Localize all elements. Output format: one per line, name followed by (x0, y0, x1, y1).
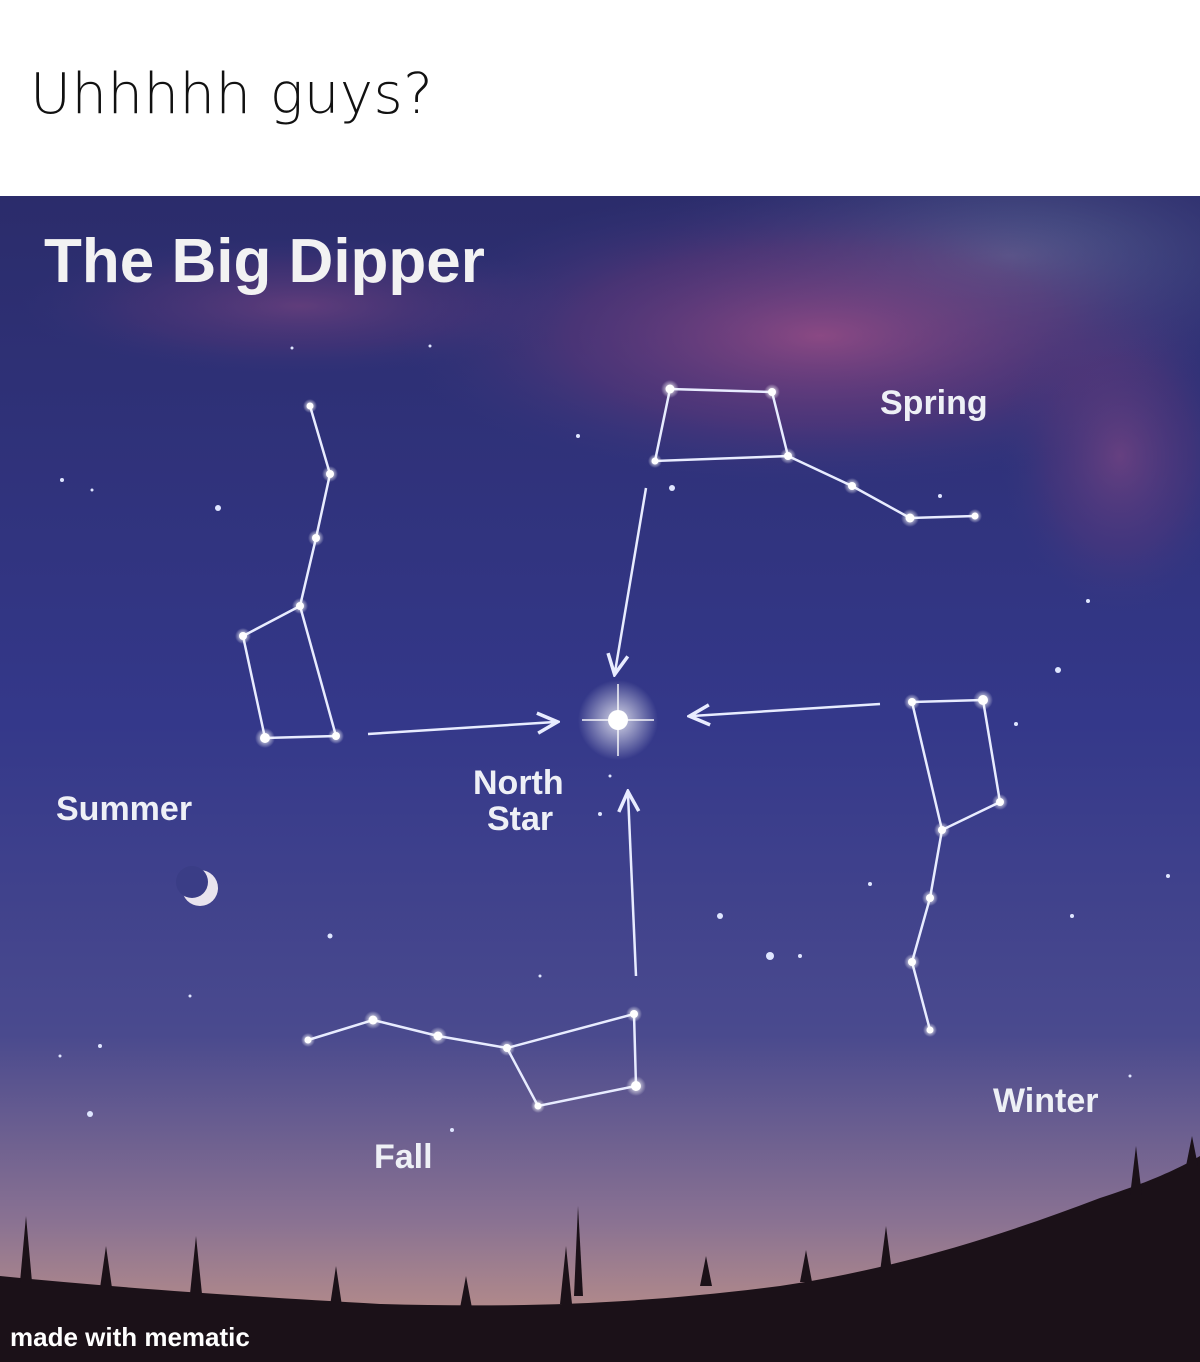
label-north-star-line1: North (473, 764, 564, 802)
pointer-arrows (367, 487, 881, 977)
fall-constellation-lines (307, 1012, 638, 1108)
nebula-cloud (400, 196, 1200, 486)
summer-constellation-stars (235, 399, 344, 748)
spring-constellation-stars (648, 380, 982, 527)
label-spring: Spring (880, 384, 988, 422)
sky-diagram: The Big Dipper Spring Summer Fall Winter… (0, 196, 1200, 1362)
label-summer: Summer (56, 790, 192, 828)
label-fall: Fall (374, 1138, 433, 1176)
arrow-from-spring (615, 487, 648, 672)
north-star-icon (578, 680, 658, 760)
arrow-from-winter (692, 702, 881, 716)
background-stars (58, 344, 1170, 1132)
fall-constellation-stars (301, 1006, 646, 1113)
arrow-from-summer (367, 722, 555, 736)
winter-constellation-stars (904, 690, 1008, 1037)
nebula-cloud-left (20, 236, 580, 376)
label-north-star-line2: Star (487, 800, 553, 838)
diagram-title: The Big Dipper (44, 227, 485, 296)
big-dipper-image: The Big Dipper Spring Summer Fall Winter… (0, 196, 1200, 1362)
treeline-silhouette (0, 1136, 1200, 1362)
arrow-from-fall (628, 794, 636, 977)
moon-icon (176, 866, 218, 906)
summer-constellation-lines (241, 405, 338, 740)
meme-caption: Uhhhhh guys? (30, 62, 434, 127)
label-winter: Winter (993, 1082, 1098, 1120)
caption-bar: Uhhhhh guys? (0, 0, 1200, 196)
mematic-watermark: made with mematic (10, 1322, 250, 1352)
nebula-cloud-right (1000, 296, 1200, 616)
